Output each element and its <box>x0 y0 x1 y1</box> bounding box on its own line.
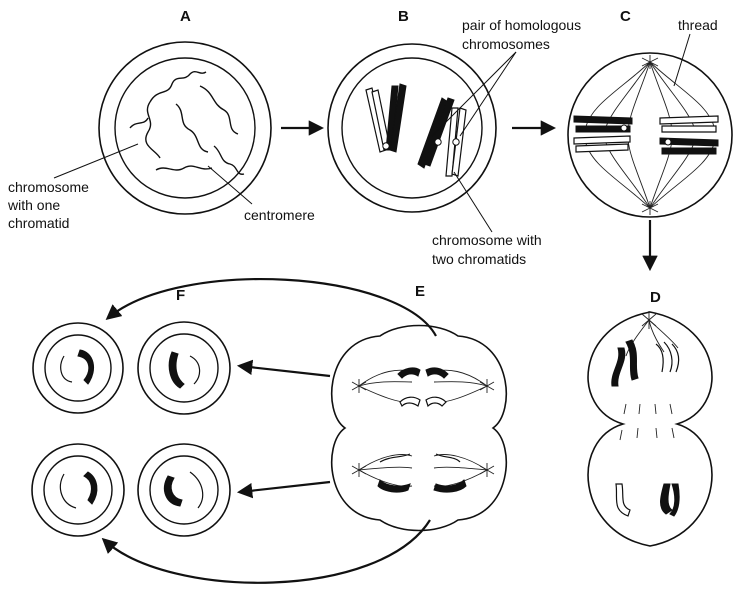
cell-c <box>568 53 732 217</box>
chromosome-threads-a <box>130 72 244 175</box>
spindle-fibers-d <box>620 311 678 440</box>
cell-f-bottom-right <box>138 444 230 536</box>
cell-f-top-right <box>138 322 230 414</box>
cell-a <box>99 42 271 214</box>
svg-text:chromosome: chromosome <box>8 179 89 195</box>
svg-text:chromosome with: chromosome with <box>432 232 542 248</box>
panel-label-c: C <box>620 8 631 25</box>
arrow-e-to-f-lower-curve <box>104 520 430 583</box>
svg-text:with one: with one <box>7 197 60 213</box>
arrow-e-to-f-bottom <box>240 482 330 492</box>
panel-label-b: B <box>398 8 409 25</box>
spindle-fibers-e <box>352 370 494 486</box>
spindle-fibers-c <box>585 55 715 215</box>
svg-text:chromatid: chromatid <box>8 215 69 231</box>
callout-chromosome-one-chromatid: chromosome with one chromatid <box>7 144 138 231</box>
chromosome-pairs-c <box>574 116 718 154</box>
panel-label-a: A <box>180 8 191 25</box>
chromosomes-d <box>612 340 679 516</box>
svg-text:thread: thread <box>678 17 718 33</box>
callout-thread: thread <box>674 17 718 86</box>
arrow-e-to-f-top <box>240 366 330 376</box>
panel-label-f: F <box>176 287 185 304</box>
svg-text:two chromatids: two chromatids <box>432 251 526 267</box>
cell-f-top-left <box>33 323 123 413</box>
cell-d <box>588 311 712 546</box>
svg-text:pair of homologous: pair of homologous <box>462 17 581 33</box>
panel-label-d: D <box>650 289 661 306</box>
callout-centromere: centromere <box>208 166 315 223</box>
cell-e <box>332 326 507 531</box>
callout-chromosome-two-chromatids: chromosome with two chromatids <box>432 172 542 267</box>
arrow-e-to-f-upper-curve <box>108 279 436 336</box>
cell-f-bottom-left <box>32 444 124 536</box>
svg-text:chromosomes: chromosomes <box>462 36 550 52</box>
svg-text:centromere: centromere <box>244 207 315 223</box>
panel-label-e: E <box>415 283 425 300</box>
chromosomes-e <box>378 368 466 492</box>
homologous-pair-left <box>366 84 406 152</box>
cell-b <box>328 44 496 212</box>
